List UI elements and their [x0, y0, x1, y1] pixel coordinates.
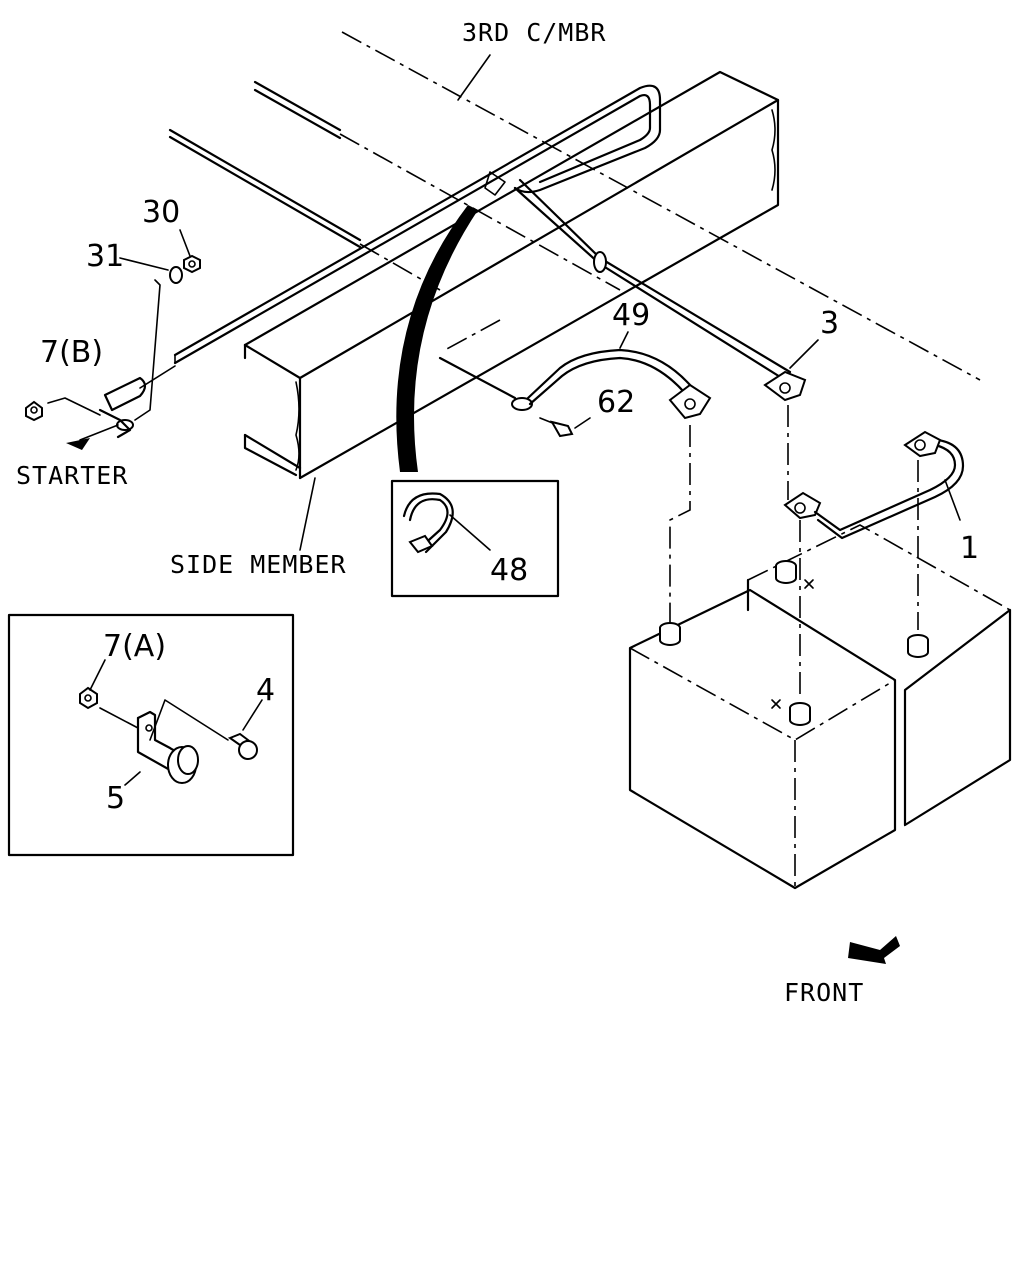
detail-box-bracket: [7, 613, 295, 857]
third-cross-member: [243, 70, 780, 480]
battery-front: [628, 588, 897, 890]
callout-62: 62: [597, 385, 635, 420]
cable-1: [783, 430, 965, 700]
cross-member-label: 3RD C/MBR: [462, 18, 606, 47]
callout-5: 5: [106, 781, 125, 816]
nut-7b: [25, 400, 43, 422]
washer-31: [169, 266, 183, 284]
leader-lines: [89, 54, 961, 691]
callout-3: 3: [820, 306, 839, 341]
callout-31: 31: [86, 239, 124, 274]
side-member-frame: [168, 31, 981, 381]
nut-30: [183, 254, 201, 274]
cable-49: [438, 348, 712, 625]
cable-3-terminal: [763, 370, 807, 500]
front-label: FRONT: [784, 978, 864, 1007]
cable-routing: [173, 84, 792, 382]
callout-30: 30: [142, 195, 180, 230]
clip-leader: [396, 205, 478, 472]
front-arrow-icon: [848, 936, 900, 964]
starter-terminal: [47, 279, 176, 450]
callout-1: 1: [960, 531, 979, 566]
callout-48: 48: [490, 553, 528, 588]
detail-box-clip-48: [390, 479, 560, 598]
callout-4: 4: [256, 673, 275, 708]
bolt-62: [539, 417, 591, 438]
callout-49: 49: [612, 298, 650, 333]
battery-rear: [746, 524, 1012, 827]
callout-7a: 7(A): [103, 629, 166, 664]
side-member-label: SIDE MEMBER: [170, 550, 347, 579]
starter-arrow: [66, 438, 90, 450]
starter-label: STARTER: [16, 461, 128, 490]
callout-7b: 7(B): [40, 335, 103, 370]
